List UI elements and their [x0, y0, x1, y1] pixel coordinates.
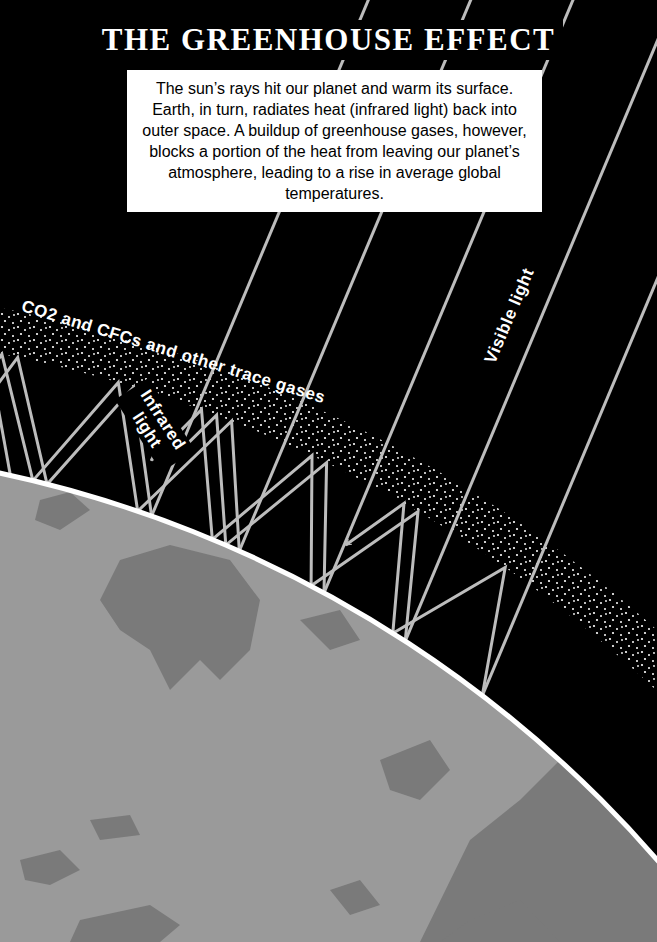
- infrared-ray: [0, 278, 10, 475]
- text-box: The sun’s rays hit our planet and warm i…: [127, 70, 542, 212]
- diagram-title: THE GREENHOUSE EFFECT: [94, 20, 564, 60]
- description-text: The sun’s rays hit our planet and warm i…: [139, 78, 530, 204]
- gas-band: [0, 285, 657, 942]
- visible-light-label: Visible light: [478, 261, 541, 370]
- title-wrap: THE GREENHOUSE EFFECT: [0, 20, 657, 60]
- earth: [0, 447, 657, 942]
